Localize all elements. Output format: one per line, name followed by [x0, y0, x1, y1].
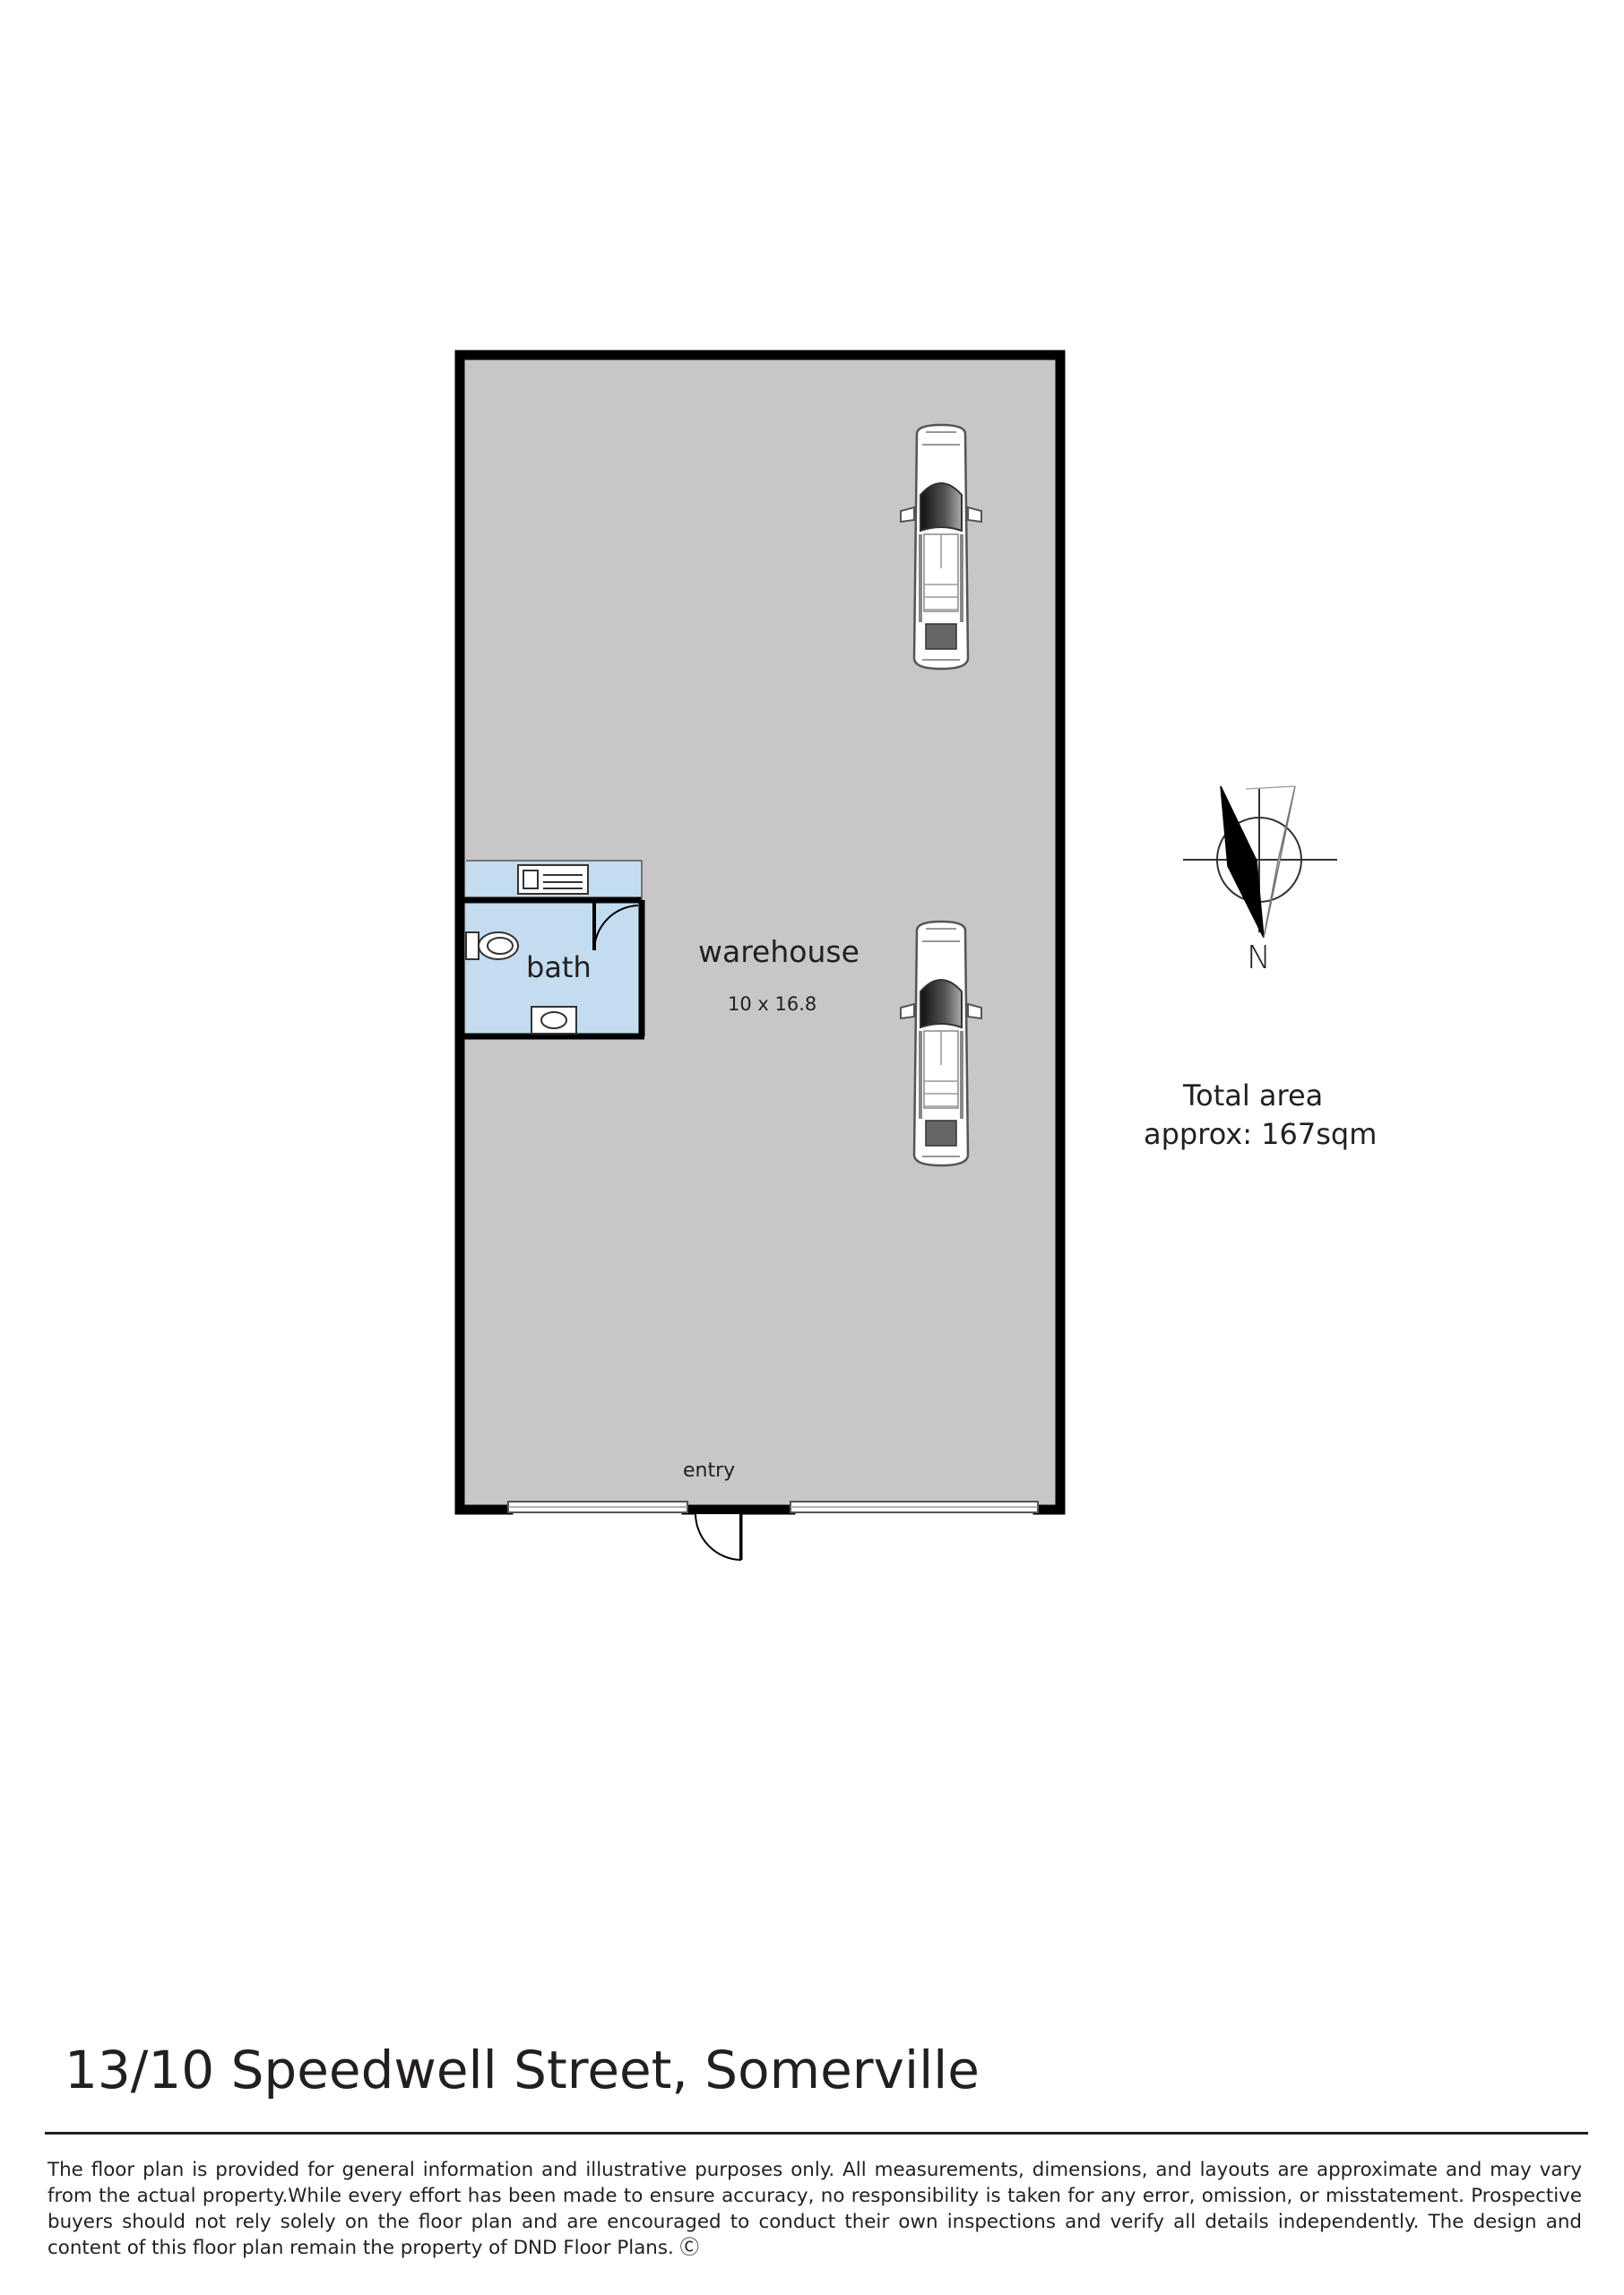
bath-door	[592, 903, 639, 951]
property-address: 13/10 Speedwell Street, Somerville	[65, 2040, 980, 2100]
toilet-icon	[465, 931, 519, 960]
bath-walls	[460, 896, 645, 1040]
divider	[45, 2132, 1588, 2135]
total-area-label: Total area	[1183, 1078, 1324, 1113]
entry-door	[694, 1506, 743, 1562]
room-label-entry: entry	[683, 1459, 736, 1482]
compass-icon	[1183, 785, 1337, 939]
compass-north-label: N	[1247, 940, 1271, 976]
room-label-bath: bath	[526, 950, 592, 984]
outer-walls	[454, 350, 1066, 1515]
disclaimer-text: The floor plan is provided for general i…	[48, 2159, 1582, 2259]
basin-icon	[531, 1006, 577, 1035]
total-area-value: approx: 167sqm	[1144, 1117, 1378, 1151]
room-label-warehouse: warehouse	[698, 934, 860, 969]
room-dimensions-warehouse: 10 x 16.8	[728, 993, 817, 1015]
vanity	[517, 864, 589, 895]
